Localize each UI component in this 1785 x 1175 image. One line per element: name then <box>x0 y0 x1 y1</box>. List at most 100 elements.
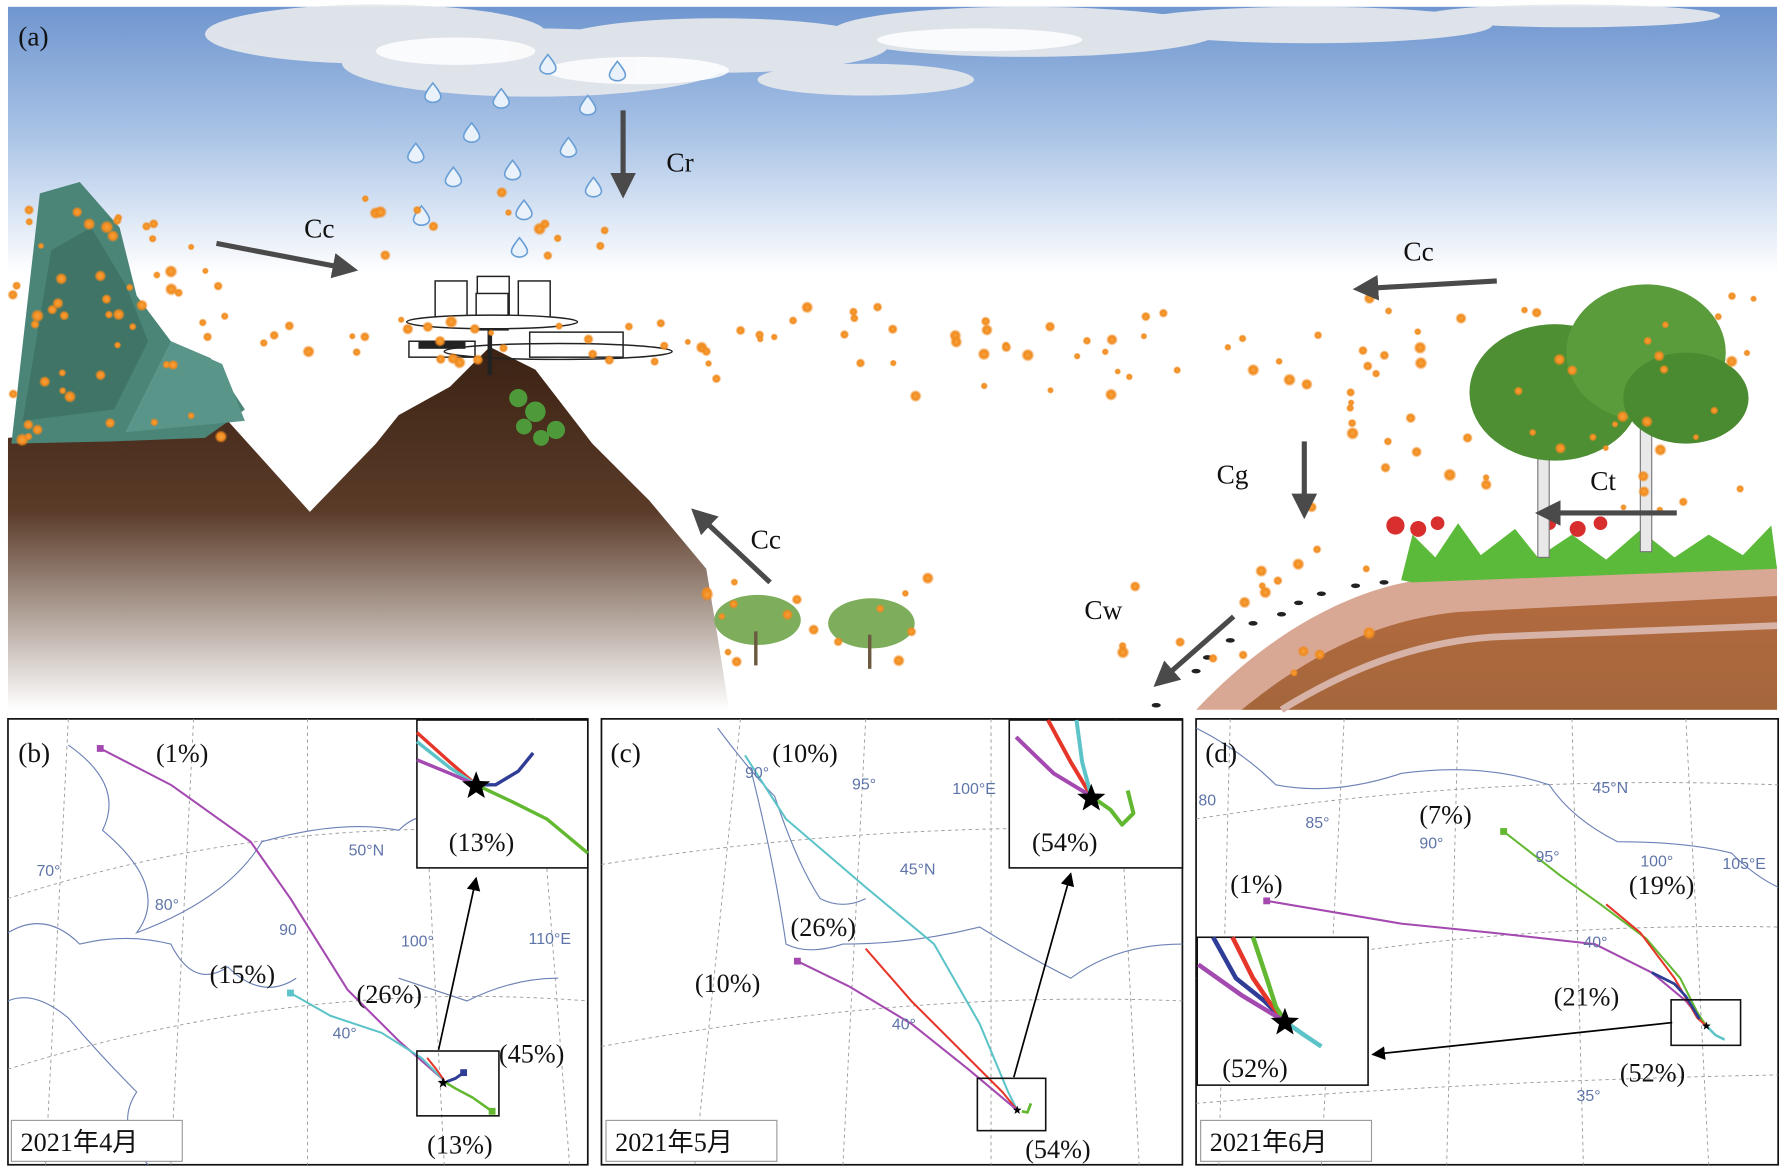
particle <box>1643 336 1653 346</box>
trajectory-line <box>864 947 1019 1111</box>
trajectory-line <box>415 740 478 787</box>
particle <box>59 310 70 321</box>
particle <box>1462 432 1473 444</box>
particle <box>600 225 610 235</box>
trajectory-marker <box>96 745 104 752</box>
geo-label: 35° <box>1577 1088 1601 1105</box>
particle <box>1224 343 1232 352</box>
particle <box>187 243 195 251</box>
particle <box>595 241 606 251</box>
particle <box>833 636 844 647</box>
particle <box>1750 295 1758 303</box>
particle <box>980 382 988 390</box>
particle <box>587 348 598 360</box>
particle <box>1379 350 1390 361</box>
particle <box>604 354 615 366</box>
particle <box>1411 446 1423 458</box>
particle <box>1743 349 1751 357</box>
particle <box>1637 470 1650 483</box>
particle <box>37 242 45 250</box>
particle <box>213 281 224 291</box>
trajectory-line <box>1021 1102 1033 1114</box>
particle <box>1116 645 1130 659</box>
conifer-trees <box>11 181 245 444</box>
panel-a-label: (a) <box>18 22 48 52</box>
particle <box>104 310 114 319</box>
graticule <box>7 718 588 1165</box>
trajectory-line <box>99 747 445 1082</box>
particle <box>214 430 228 444</box>
particle <box>950 335 963 349</box>
particle <box>1638 485 1650 498</box>
percent-label: (1%) <box>156 739 208 768</box>
particle <box>1021 348 1035 362</box>
geo-label: 100°E <box>952 781 996 798</box>
particle <box>701 346 712 357</box>
flux-arrows <box>215 110 1677 687</box>
particle <box>1174 636 1186 648</box>
particle <box>487 329 495 337</box>
particle <box>1158 308 1169 318</box>
particle <box>553 233 563 243</box>
inset: (52%) <box>1196 936 1369 1086</box>
cg-label: Cg <box>1217 459 1249 489</box>
particle <box>1640 415 1653 428</box>
particle <box>498 343 509 353</box>
particle <box>1405 412 1417 424</box>
particle <box>504 208 513 217</box>
particle <box>361 194 370 203</box>
particle <box>1347 418 1357 428</box>
particle <box>162 360 171 369</box>
cc-arrow-bottom <box>691 508 772 585</box>
particle <box>1357 345 1368 356</box>
particle <box>909 389 922 403</box>
particle <box>30 309 45 323</box>
geo-label: 110°E <box>529 931 571 948</box>
particle <box>1588 433 1598 442</box>
particle <box>1520 306 1529 314</box>
particle <box>101 293 112 305</box>
particle <box>284 320 295 332</box>
particle <box>1380 462 1391 474</box>
particle <box>1258 581 1267 590</box>
date-label: 2021年5月 <box>615 1128 733 1157</box>
particle <box>1129 580 1141 593</box>
particle <box>788 315 798 326</box>
particle <box>656 318 666 329</box>
particle <box>23 204 35 216</box>
particle <box>1362 564 1371 573</box>
geo-label: 90 <box>279 922 297 939</box>
particle <box>469 323 481 335</box>
particle <box>202 332 213 342</box>
debris <box>1151 580 1389 708</box>
particle <box>428 221 439 232</box>
trajectory-marker <box>460 1069 468 1077</box>
particle <box>770 333 779 341</box>
trajectory-line <box>1266 899 1708 1027</box>
geo-label: 100° <box>401 933 434 950</box>
particle <box>187 411 196 420</box>
percent-label: (13%) <box>427 1130 492 1159</box>
trajectories <box>96 745 496 1115</box>
particle <box>1383 437 1393 446</box>
particle <box>104 417 116 429</box>
particle <box>887 323 898 335</box>
zoom-arrow <box>1371 1021 1673 1060</box>
particle <box>348 332 356 340</box>
particle <box>71 206 83 218</box>
inset: (13%) <box>415 719 589 869</box>
particle <box>1735 484 1745 494</box>
inset-percent: (13%) <box>449 828 514 857</box>
percent-label: (10%) <box>695 969 760 998</box>
trajectory-line <box>1046 719 1093 798</box>
trajectory-line <box>1503 830 1708 1027</box>
particle <box>1620 503 1627 511</box>
geo-label: 90° <box>745 765 769 782</box>
particle <box>700 587 714 602</box>
particle <box>724 648 732 657</box>
particle <box>128 322 137 331</box>
cw-arrow <box>1153 614 1236 687</box>
percent-label: (1%) <box>1230 870 1282 899</box>
particle <box>164 282 178 296</box>
particle <box>1140 332 1148 340</box>
